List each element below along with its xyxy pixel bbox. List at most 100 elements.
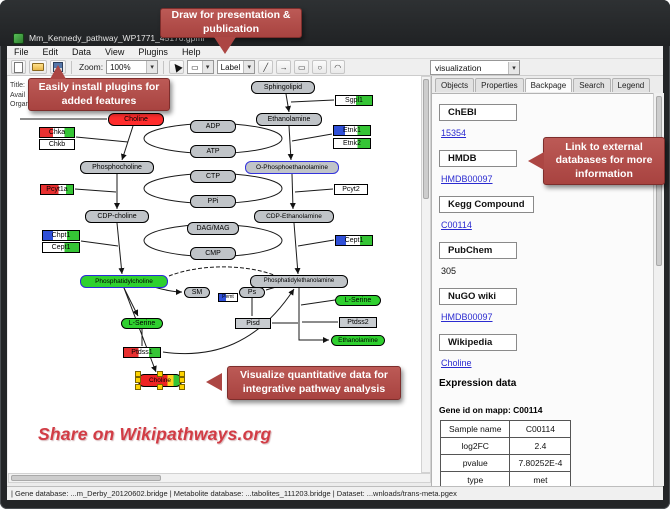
node-ctp[interactable]: CTP (190, 169, 236, 183)
menu-edit[interactable]: Edit (42, 47, 59, 57)
selection-handle[interactable] (157, 383, 163, 390)
node-phosphatidylethanolamine[interactable]: Phosphatidylethanolamine (250, 274, 348, 288)
node-phosphatidylcholine[interactable]: Phosphatidylcholine (80, 274, 168, 288)
db-link-hmdb[interactable]: HMDB00097 (441, 174, 493, 184)
db-link-wikipedia[interactable]: Choline (441, 358, 472, 368)
status-bar: | Gene database: ...m_Derby_20120602.bri… (7, 486, 663, 500)
arc-tool-button[interactable]: ◠ (330, 60, 346, 74)
scrollbar-thumb[interactable] (423, 79, 429, 199)
pathway-info-title: Title: (10, 82, 25, 89)
menu-file[interactable]: File (14, 47, 29, 57)
line-tool-button[interactable]: ╱ (258, 60, 274, 74)
node-ethanolamine-bottom[interactable]: Ethanolamine (331, 334, 385, 346)
window-title: Mm_Kennedy_pathway_WP1771_45176.gpml (29, 33, 205, 43)
gene-pcyt1a[interactable]: Pcyt1a (40, 183, 74, 195)
db-link-kegg[interactable]: C00114 (441, 220, 472, 230)
db-header-nugo: NuGO wiki (439, 288, 517, 305)
gene-sgpl1[interactable]: Sgpl1 (335, 94, 373, 106)
menu-view[interactable]: View (105, 47, 125, 57)
menu-plugins[interactable]: Plugins (138, 47, 168, 57)
gene-pcyt2[interactable]: Pcyt2 (334, 183, 368, 195)
node-atp[interactable]: ATP (190, 144, 236, 158)
gene-chpt1[interactable]: Chpt1 (42, 229, 80, 241)
new-file-button[interactable] (11, 60, 26, 74)
tab-objects[interactable]: Objects (435, 78, 475, 92)
menu-help[interactable]: Help (181, 47, 201, 57)
selection-tool-button[interactable] (169, 60, 185, 74)
pathway-info-organism: Organ (10, 101, 30, 108)
node-sm[interactable]: SM (184, 286, 210, 298)
gene-pisd[interactable]: Pisd (235, 317, 271, 329)
pathway-info-availability: Avail (10, 92, 26, 99)
node-ppi[interactable]: PPi (190, 194, 236, 208)
gene-cept1-left[interactable]: Cept1 (42, 241, 80, 253)
node-ethanolamine-top[interactable]: Ethanolamine (256, 112, 322, 126)
callout-link-arrow-icon (528, 152, 544, 170)
oval-tool-button[interactable]: ○ (312, 60, 328, 74)
node-dag-mag[interactable]: DAG/MAG (187, 221, 239, 235)
db-link-chebi[interactable]: 15354 (441, 128, 467, 138)
scrollbar-thumb[interactable] (11, 475, 161, 481)
selection-handle[interactable] (179, 370, 185, 377)
gene-id-line: Gene id on mapp: C00114 (439, 405, 543, 415)
menu-data[interactable]: Data (72, 47, 92, 57)
db-link-nugo[interactable]: HMDB00097 (441, 312, 493, 322)
pointer-icon (170, 61, 183, 73)
zoom-combobox[interactable]: 100% ▾ (106, 60, 159, 74)
node-cmp[interactable]: CMP (190, 246, 236, 260)
callout-link: Link to external databases for more info… (543, 137, 665, 185)
gene-ptdss1[interactable]: Ptdss1 (123, 346, 161, 358)
node-ps[interactable]: Ps (239, 286, 265, 298)
visualization-value: visualization (435, 62, 482, 73)
selection-handle[interactable] (179, 377, 185, 383)
datanode-tool-dropdown[interactable]: ▭ ▾ (187, 60, 214, 74)
node-cdp-choline[interactable]: CDP-choline (85, 209, 149, 223)
tab-backpage[interactable]: Backpage (524, 78, 573, 92)
selection-handle[interactable] (179, 383, 185, 390)
rectangle-icon: ▭ (297, 62, 306, 72)
gene-ptdss2[interactable]: Ptdss2 (339, 316, 377, 328)
gene-chka[interactable]: Chka (39, 126, 75, 138)
selection-handle[interactable] (157, 370, 163, 377)
node-o-phosphoethanolamine[interactable]: O-Phosphoethanolamine (245, 160, 339, 174)
backpage-entry: HMDB HMDB00097 (439, 148, 649, 184)
db-header-kegg: Kegg Compound (439, 196, 534, 213)
gene-cept1-right[interactable]: Cept1 (335, 234, 373, 246)
share-wikipathways-text: Share on Wikipathways.org (38, 424, 272, 444)
selection-handle[interactable] (135, 370, 141, 377)
arrow-icon: → (279, 62, 288, 72)
tab-legend[interactable]: Legend (611, 78, 651, 92)
node-l-serine-right[interactable]: L-Serine (335, 294, 381, 306)
node-l-serine-left[interactable]: L-Serine (121, 317, 163, 329)
rect-tool-button[interactable]: ▭ (294, 60, 310, 74)
status-text: | Gene database: ...m_Derby_20120602.bri… (11, 489, 457, 498)
selection-handle[interactable] (135, 377, 141, 383)
backpage-entry: NuGO wiki HMDB00097 (439, 286, 649, 322)
gene-etnk2[interactable]: Etnk2 (333, 137, 371, 149)
open-file-button[interactable] (29, 60, 47, 74)
expression-cell: 7.80252E-4 (509, 454, 572, 472)
arrow-tool-button[interactable]: → (276, 60, 292, 74)
backpage-entry: ChEBI 15354 (439, 102, 649, 138)
selection-handle[interactable] (135, 383, 141, 390)
canvas-vertical-scrollbar[interactable] (421, 76, 431, 473)
canvas-horizontal-scrollbar[interactable] (8, 473, 431, 483)
gene-etnk1[interactable]: Etnk1 (333, 124, 371, 136)
node-cdp-ethanolamine[interactable]: CDP-Ethanolamine (254, 209, 334, 223)
datanode-icon: ▭ (191, 62, 199, 72)
node-phosphocholine[interactable]: Phosphocholine (80, 160, 154, 174)
node-adp[interactable]: ADP (190, 119, 236, 133)
node-pemt[interactable]: Pemt (218, 292, 238, 302)
label-tool-dropdown[interactable]: Label ▾ (216, 60, 256, 74)
pathway-canvas[interactable]: Title: Avail Organ Share on Wikipathways… (8, 76, 421, 473)
tab-search[interactable]: Search (573, 78, 611, 92)
node-choline-top[interactable]: Choline (108, 112, 164, 126)
backpage-entry: Wikipedia Choline (439, 332, 649, 368)
node-sphingolipid[interactable]: Sphingolipid (251, 80, 315, 94)
gene-chkb[interactable]: Chkb (39, 138, 75, 150)
callout-draw-arrow-icon (214, 37, 236, 54)
tab-properties[interactable]: Properties (475, 78, 524, 92)
visualization-dropdown[interactable]: visualization ▾ (430, 60, 520, 75)
panel-tabs: Objects Properties Backpage Search Legen… (435, 78, 651, 92)
